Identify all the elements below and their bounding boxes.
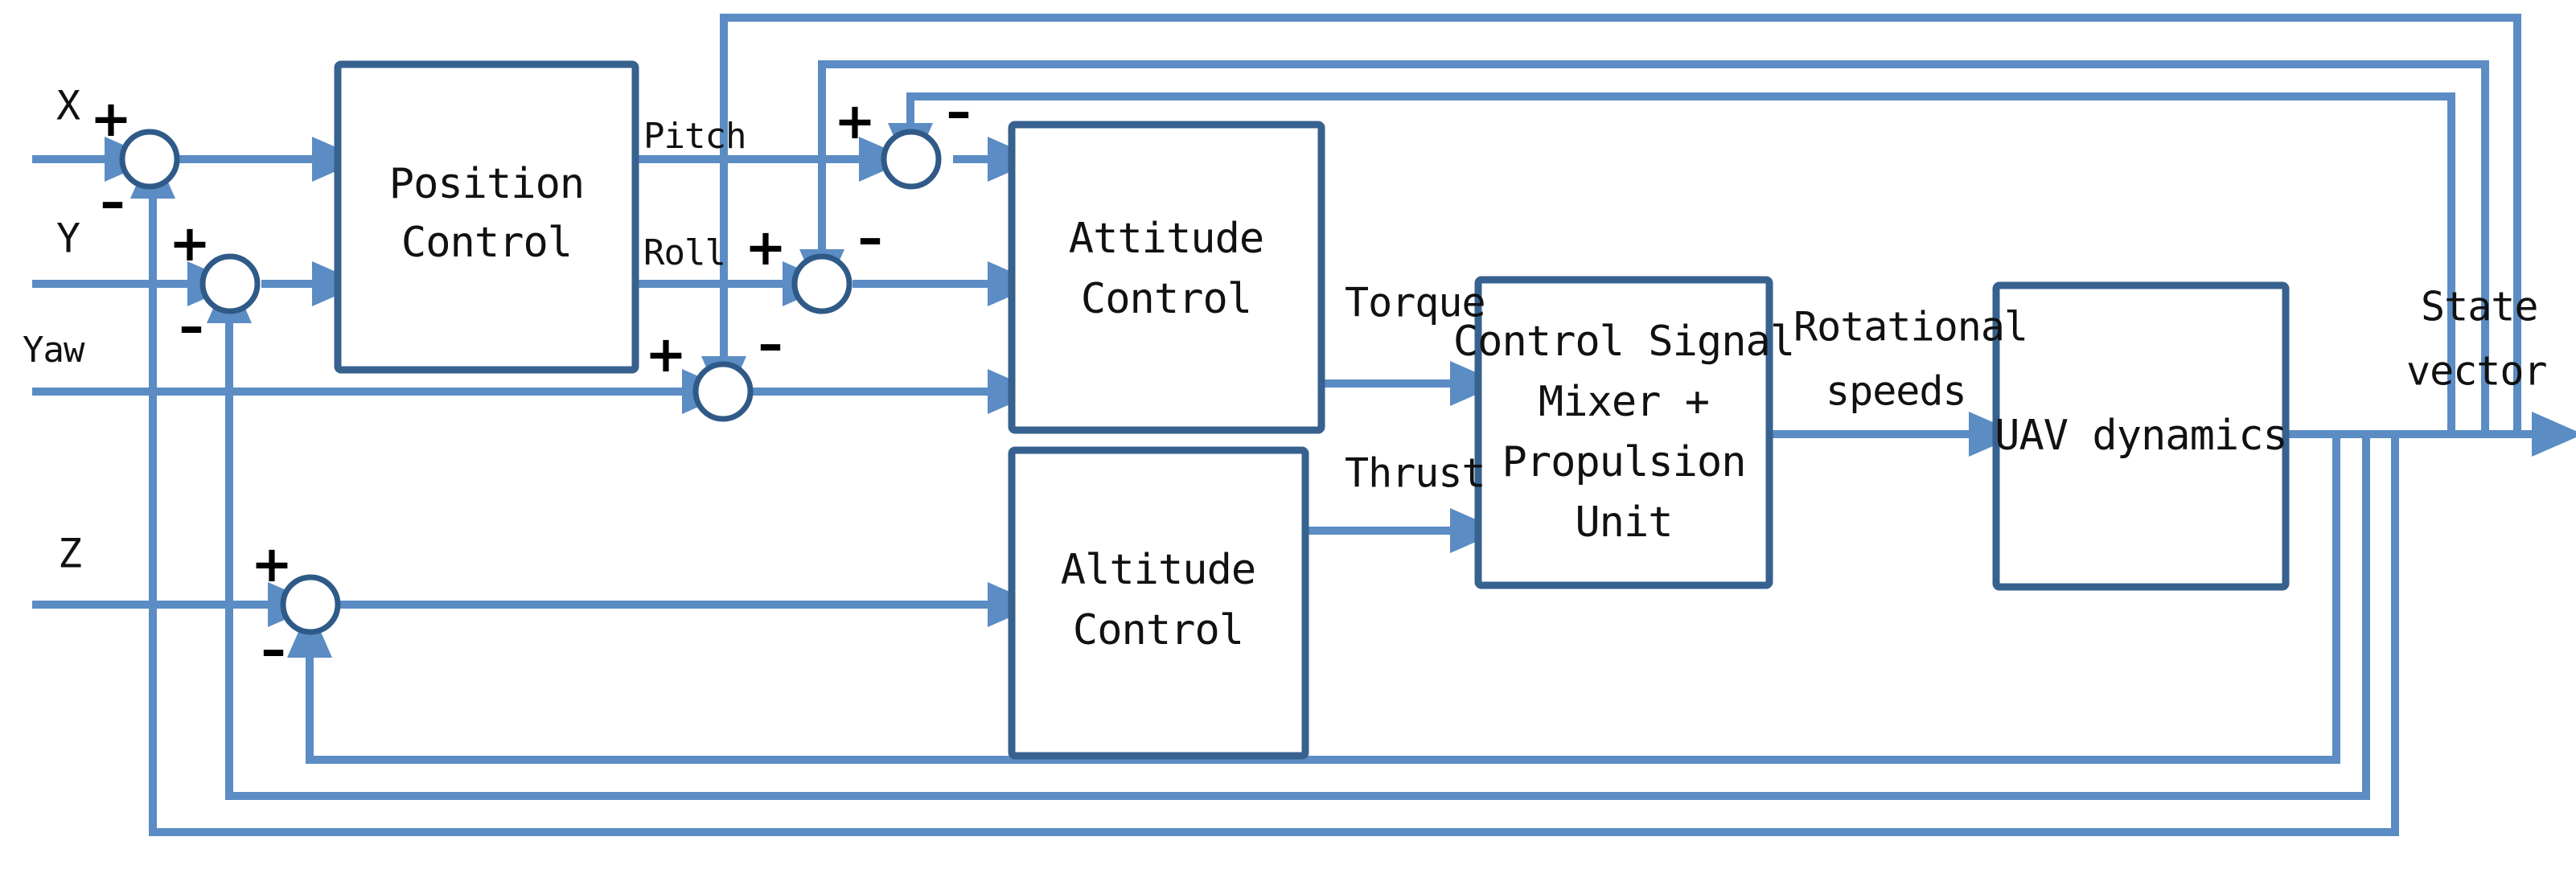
sign-minus-sum-y: –: [179, 297, 204, 355]
signal-label-roll: Roll: [643, 232, 725, 273]
summing-junction-z[interactable]: [280, 574, 341, 635]
sign-plus-sum-z: +: [251, 535, 293, 593]
summing-junction-y[interactable]: [199, 253, 261, 314]
summing-junction-x[interactable]: [119, 129, 180, 190]
summing-junction-pitch[interactable]: [881, 129, 942, 190]
block-mixer-line2: Mixer +: [1539, 378, 1709, 426]
sign-plus-sum-yaw: +: [645, 325, 687, 384]
sign-minus-sum-pitch: –: [947, 82, 972, 141]
block-altitude-control-line1: Altitude: [1061, 546, 1255, 594]
signal-label-layer: X Y Yaw Z Pitch Roll Torque Thrust Rotat…: [23, 83, 2548, 577]
block-layer: [334, 60, 2290, 760]
signal-label-rotational-speeds-line2: speeds: [1826, 368, 1966, 415]
wire-feedback-second-to-sumy: [225, 284, 2370, 800]
wire-feedback-third-to-sumz: [306, 434, 2340, 764]
wire-layer: [32, 14, 2576, 836]
block-altitude-control[interactable]: [1008, 446, 1309, 760]
signal-label-torque: Torque: [1345, 280, 1485, 326]
sign-minus-sum-roll: –: [858, 208, 883, 267]
block-attitude-control[interactable]: [1008, 121, 1325, 434]
sign-minus-sum-x: –: [101, 172, 125, 231]
input-label-y: Y: [56, 215, 80, 262]
summing-junction-layer: [119, 129, 942, 635]
sign-minus-sum-z: –: [261, 620, 286, 679]
block-position-control[interactable]: [334, 60, 639, 374]
signal-label-pitch: Pitch: [643, 116, 746, 157]
block-altitude-control-line2: Control: [1073, 606, 1243, 654]
block-uav-dynamics[interactable]: [1992, 281, 2290, 591]
sign-plus-sum-roll: +: [745, 218, 787, 277]
block-control-signal-mixer[interactable]: [1474, 276, 1773, 589]
signal-label-state-vector-line1: State: [2421, 284, 2538, 330]
signal-label-thrust: Thrust: [1345, 450, 1485, 497]
block-position-control-line1: Position: [389, 160, 584, 208]
input-label-z: Z: [58, 531, 81, 577]
summing-junction-roll[interactable]: [791, 253, 853, 314]
wire-feedback-top-mid: [818, 60, 2489, 434]
input-label-x: X: [56, 83, 80, 129]
sign-minus-sum-yaw: –: [758, 314, 783, 373]
sign-plus-sum-pitch: +: [834, 92, 876, 150]
block-attitude-control-line1: Attitude: [1069, 215, 1263, 263]
sign-plus-sum-x: +: [90, 89, 132, 148]
block-mixer-line1: Control Signal: [1453, 318, 1794, 366]
input-label-yaw: Yaw: [23, 330, 85, 371]
signal-label-rotational-speeds-line1: Rotational: [1793, 304, 2028, 351]
block-mixer-line3: Propulsion: [1502, 438, 1745, 486]
sign-plus-sum-y: +: [169, 214, 211, 273]
block-mixer-line4: Unit: [1575, 498, 1672, 547]
signal-label-state-vector-line2: vector: [2406, 348, 2547, 395]
block-label-layer: Position Control Attitude Control Altitu…: [389, 160, 2288, 654]
wire-feedback-outer-to-sumx: [149, 159, 2399, 836]
block-attitude-control-line2: Control: [1081, 275, 1251, 323]
summing-junction-yaw[interactable]: [692, 361, 754, 422]
block-position-control-line2: Control: [401, 219, 572, 267]
block-uav-dynamics-line1: UAV dynamics: [1995, 412, 2287, 460]
wire-feedback-top-outer: [720, 14, 2521, 434]
sign-label-layer: + – + – + – + – + – + –: [90, 82, 971, 679]
